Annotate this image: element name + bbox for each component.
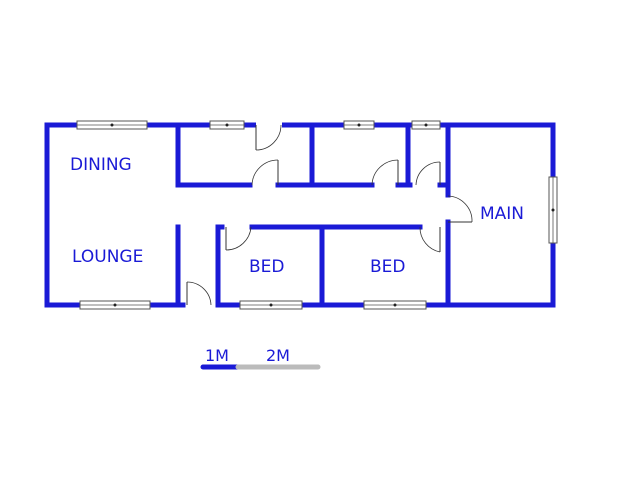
window-wc xyxy=(411,120,441,130)
window-main xyxy=(548,176,558,244)
room-labels: DINING LOUNGE MAIN BED BED xyxy=(70,155,524,277)
door-bath xyxy=(371,159,399,186)
room-label-bed-2: BED xyxy=(370,257,406,277)
room-label-bed-1: BED xyxy=(249,257,285,277)
scale-label-2m: 2M xyxy=(266,346,290,365)
door-front xyxy=(186,281,212,306)
scale-bar: 1M 2M xyxy=(200,346,321,370)
door-wc xyxy=(415,161,441,186)
window-lounge xyxy=(79,300,151,310)
window-bath xyxy=(343,120,375,130)
door-kitchen xyxy=(251,159,279,186)
scale-label-1m: 1M xyxy=(205,346,229,365)
room-label-lounge: LOUNGE xyxy=(72,247,143,267)
window-kitchen xyxy=(209,120,245,130)
room-label-main: MAIN xyxy=(480,204,524,224)
window-dining xyxy=(76,120,148,130)
window-bed1 xyxy=(239,300,303,310)
door-main-bedroom xyxy=(447,195,473,223)
door-kitchen-external xyxy=(255,121,282,151)
door-bed2 xyxy=(419,226,441,253)
windows xyxy=(76,120,558,310)
window-bed2 xyxy=(363,300,427,310)
door-bed1 xyxy=(225,226,252,251)
room-label-dining: DINING xyxy=(70,155,132,175)
walls xyxy=(44,122,556,308)
doors xyxy=(186,121,473,306)
